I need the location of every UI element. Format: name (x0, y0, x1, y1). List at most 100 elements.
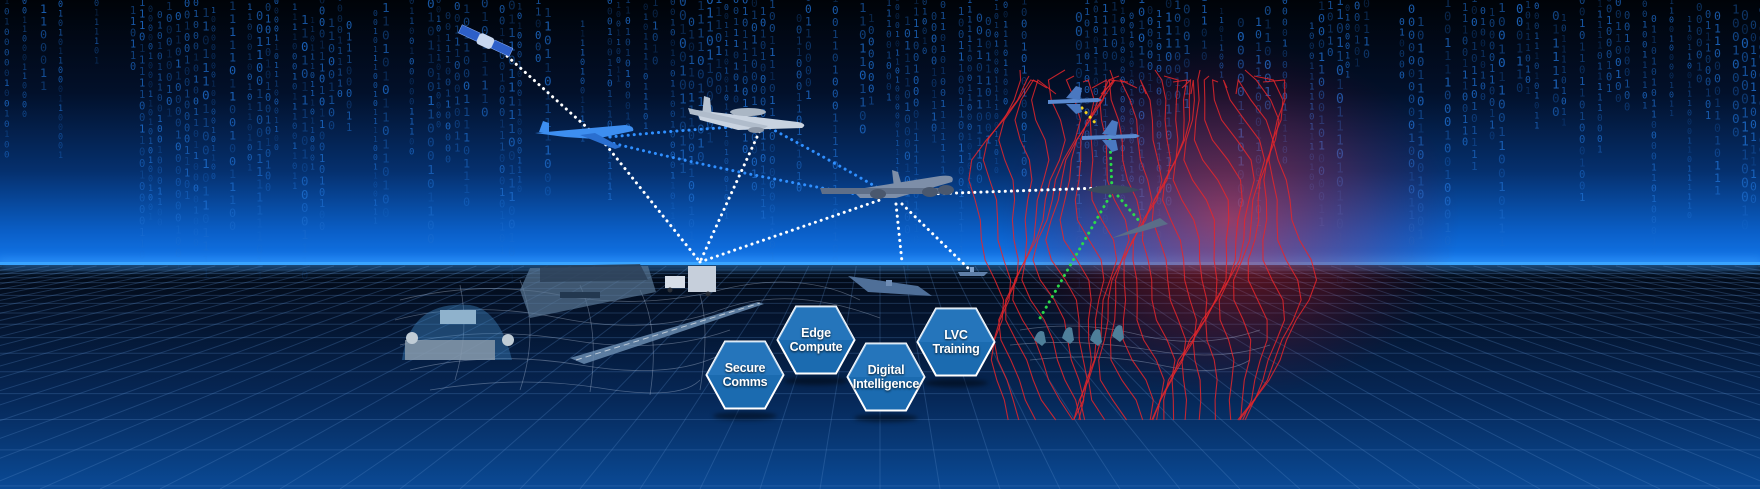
svg-text:0: 0 (1669, 15, 1674, 25)
svg-text:0: 0 (1579, 146, 1585, 158)
svg-text:0: 0 (1102, 49, 1108, 62)
svg-text:1: 1 (175, 69, 182, 82)
svg-text:0: 0 (1732, 97, 1740, 112)
svg-text:1: 1 (202, 115, 210, 130)
svg-text:1: 1 (1318, 0, 1325, 13)
svg-text:1: 1 (256, 191, 263, 205)
svg-text:0: 0 (382, 27, 390, 42)
svg-text:0: 0 (958, 165, 964, 177)
capability-edge-compute[interactable]: Edge Compute (776, 305, 856, 385)
svg-text:0: 0 (202, 129, 210, 144)
svg-text:0: 0 (994, 56, 999, 66)
svg-text:1: 1 (1354, 57, 1360, 69)
svg-text:0: 0 (1669, 61, 1674, 71)
capability-lvc-training[interactable]: LVC Training (916, 307, 996, 387)
svg-text:0: 0 (688, 191, 695, 205)
svg-text:1: 1 (985, 74, 992, 87)
svg-text:1: 1 (373, 135, 378, 144)
svg-text:0: 0 (670, 140, 676, 151)
svg-text:0: 0 (1534, 12, 1539, 22)
svg-text:1: 1 (760, 51, 766, 63)
capability-digital-intelligence[interactable]: Digital Intelligence (846, 342, 926, 422)
svg-text:0: 0 (796, 115, 802, 127)
svg-text:1: 1 (715, 5, 722, 19)
svg-text:0: 0 (1363, 0, 1370, 11)
svg-text:0: 0 (1444, 142, 1451, 156)
hexagon-icon (846, 342, 926, 412)
svg-text:1: 1 (1642, 51, 1647, 61)
svg-text:1: 1 (769, 58, 776, 71)
svg-text:0: 0 (1669, 89, 1674, 99)
svg-text:1: 1 (139, 227, 145, 239)
svg-text:0: 0 (94, 47, 99, 57)
svg-text:1: 1 (517, 22, 522, 32)
svg-text:0: 0 (1021, 122, 1027, 134)
svg-text:1: 1 (40, 2, 47, 16)
svg-text:0: 0 (940, 88, 946, 99)
svg-text:1: 1 (1093, 0, 1099, 5)
svg-text:1: 1 (211, 5, 216, 15)
svg-text:0: 0 (274, 51, 279, 61)
svg-text:0: 0 (895, 94, 900, 103)
svg-text:0: 0 (445, 66, 451, 77)
svg-text:0: 0 (994, 165, 999, 175)
tanker-aircraft-icon (820, 170, 954, 199)
svg-text:0: 0 (247, 23, 252, 33)
svg-text:0: 0 (139, 181, 145, 193)
svg-text:0: 0 (760, 17, 766, 29)
svg-text:1: 1 (508, 271, 516, 286)
svg-text:0: 0 (265, 48, 271, 59)
svg-text:1: 1 (994, 20, 999, 30)
svg-text:1: 1 (994, 2, 999, 12)
svg-text:1: 1 (310, 61, 315, 71)
soldiers-icon (1034, 325, 1124, 346)
svg-text:1: 1 (1597, 103, 1603, 114)
svg-text:1: 1 (760, 29, 766, 41)
svg-text:0: 0 (4, 150, 10, 161)
svg-text:0: 0 (427, 25, 435, 40)
svg-text:1: 1 (148, 51, 153, 61)
svg-text:0: 0 (733, 72, 739, 83)
svg-text:1: 1 (679, 106, 687, 121)
svg-text:1: 1 (1471, 76, 1478, 89)
svg-text:0: 0 (427, 135, 435, 150)
svg-text:0: 0 (1687, 61, 1692, 71)
svg-text:1: 1 (445, 88, 451, 99)
svg-text:1: 1 (1597, 20, 1603, 31)
svg-text:1: 1 (382, 96, 390, 111)
svg-text:1: 1 (958, 143, 964, 155)
svg-text:1: 1 (1489, 8, 1495, 19)
svg-text:1: 1 (760, 210, 766, 222)
svg-text:1: 1 (1264, 16, 1272, 31)
svg-text:0: 0 (967, 123, 972, 133)
svg-text:0: 0 (1651, 88, 1657, 99)
svg-text:1: 1 (436, 53, 441, 63)
svg-text:1: 1 (256, 165, 263, 179)
svg-text:0: 0 (517, 31, 522, 41)
svg-text:0: 0 (481, 105, 489, 120)
svg-text:1: 1 (1129, 50, 1134, 60)
svg-text:1: 1 (58, 56, 63, 66)
svg-text:0: 0 (328, 42, 335, 56)
svg-text:0: 0 (463, 15, 470, 29)
svg-text:1: 1 (706, 7, 714, 22)
svg-text:0: 0 (760, 40, 766, 52)
svg-text:0: 0 (193, 96, 199, 107)
svg-text:0: 0 (265, 183, 271, 194)
svg-text:0: 0 (58, 18, 63, 28)
svg-text:0: 0 (337, 3, 343, 14)
capability-secure-comms[interactable]: Secure Comms (705, 340, 785, 420)
svg-text:0: 0 (1138, 31, 1145, 45)
svg-text:0: 0 (733, 50, 739, 61)
svg-text:0: 0 (499, 15, 505, 27)
svg-text:0: 0 (1237, 30, 1245, 45)
svg-text:0: 0 (247, 63, 252, 73)
svg-text:0: 0 (760, 85, 766, 97)
svg-text:0: 0 (1534, 102, 1539, 112)
svg-text:1: 1 (265, 59, 271, 70)
svg-text:0: 0 (724, 192, 729, 202)
svg-text:1: 1 (274, 69, 279, 79)
svg-text:0: 0 (175, 176, 182, 189)
svg-text:1: 1 (706, 62, 714, 77)
